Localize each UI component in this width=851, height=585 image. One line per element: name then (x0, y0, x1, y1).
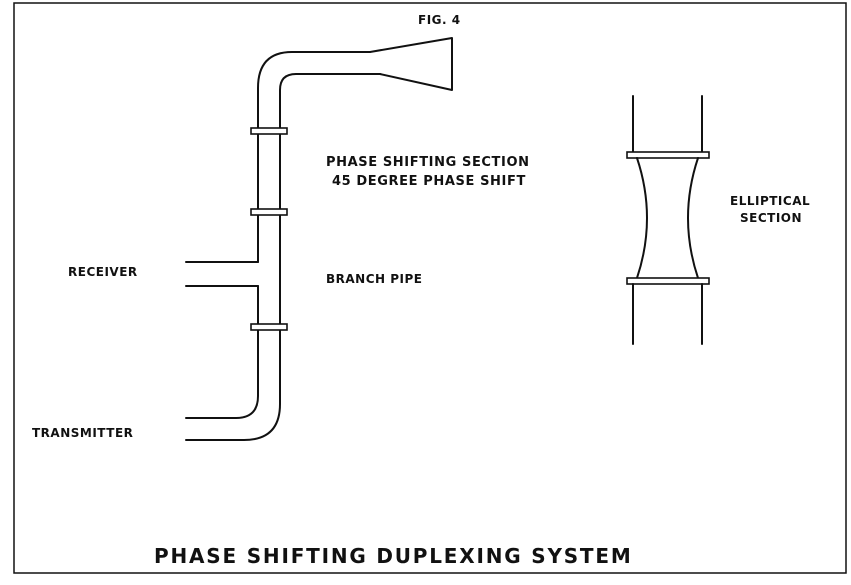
figure-label: FIG. 4 (418, 13, 461, 27)
diagram-title: PHASE SHIFTING DUPLEXING SYSTEM (154, 544, 633, 568)
waveguide-left-wall (185, 285, 259, 419)
flange-top (250, 127, 288, 135)
diagram-frame (13, 2, 847, 574)
elliptical-section-detail (626, 95, 710, 345)
waveguide-left-wall-upper (257, 51, 371, 263)
elliptical-label-line2: SECTION (740, 211, 802, 225)
main-waveguide (185, 51, 381, 441)
waveguide-right-wall (185, 73, 381, 441)
flange-middle (250, 208, 288, 216)
branch-pipe-label: BRANCH PIPE (326, 272, 423, 286)
horn-antenna (369, 37, 453, 91)
receiver-label: RECEIVER (68, 265, 138, 279)
flange-bottom (250, 323, 288, 331)
elliptical-label-line1: ELLIPTICAL (730, 194, 810, 208)
transmitter-label: TRANSMITTER (32, 426, 133, 440)
branch-pipe (185, 261, 259, 287)
phase-section-label-line1: PHASE SHIFTING SECTION (326, 155, 530, 170)
phase-section-label-line2: 45 DEGREE PHASE SHIFT (332, 174, 526, 189)
